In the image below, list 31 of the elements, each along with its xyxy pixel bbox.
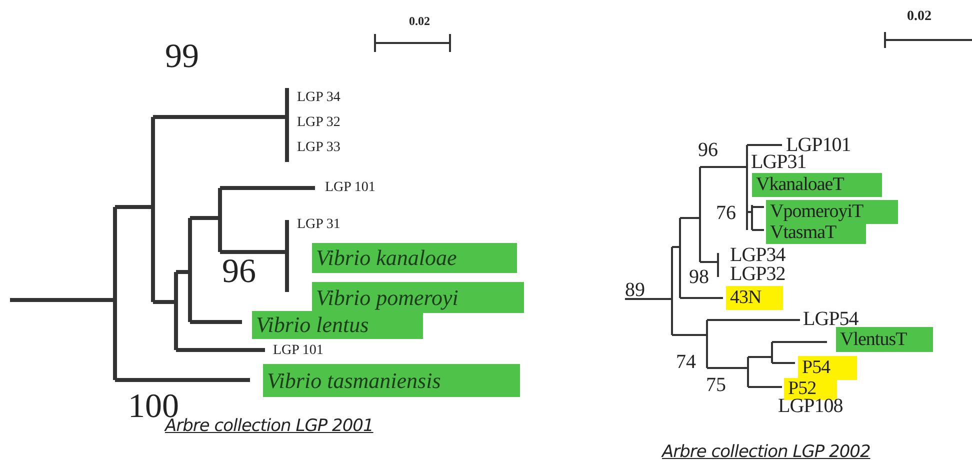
scale-value: 0.02 (907, 10, 932, 24)
highlighted-taxon-label: VpomeroyiT (766, 200, 898, 224)
tree-caption: Arbre collection LGP 2002 (662, 444, 870, 461)
highlighted-taxon-label: Vibrio lentus (252, 311, 423, 339)
taxon-label: LGP 101 (325, 178, 397, 197)
highlighted-taxon-label: 43N (726, 286, 783, 310)
taxon-label: LGP 31 (297, 215, 359, 234)
taxon-label: LGP 32 (297, 113, 359, 132)
bootstrap-value: 89 (625, 280, 645, 300)
taxon-label: LGP 101 (273, 341, 345, 360)
highlighted-taxon-label: VlentusT (836, 327, 933, 352)
highlighted-taxon-label: VtasmaT (766, 222, 866, 244)
bootstrap-value: 99 (165, 40, 199, 74)
highlighted-taxon-label: P52 (784, 378, 837, 400)
taxon-label: LGP 33 (297, 138, 359, 157)
highlighted-taxon-label: VkanaloaeT (752, 173, 882, 197)
bootstrap-value: 96 (222, 255, 256, 289)
bootstrap-value: 98 (689, 267, 709, 287)
highlighted-taxon-label: Vibrio tasmaniensis (263, 364, 520, 397)
taxon-label: LGP32 (730, 264, 800, 284)
bootstrap-value: 96 (698, 140, 718, 160)
taxon-label: LGP34 (730, 245, 800, 265)
highlighted-taxon-label: Vibrio pomeroyi (312, 282, 524, 313)
bootstrap-value: 76 (716, 203, 736, 223)
bootstrap-value: 74 (676, 352, 696, 372)
bootstrap-value: 75 (706, 375, 726, 395)
taxon-label: LGP 34 (297, 88, 359, 107)
highlighted-taxon-label: Vibrio kanaloae (312, 243, 517, 273)
scale-value: 0.02 (409, 15, 430, 27)
highlighted-taxon-label: P54 (798, 356, 857, 380)
taxon-label: LGP54 (803, 309, 881, 329)
